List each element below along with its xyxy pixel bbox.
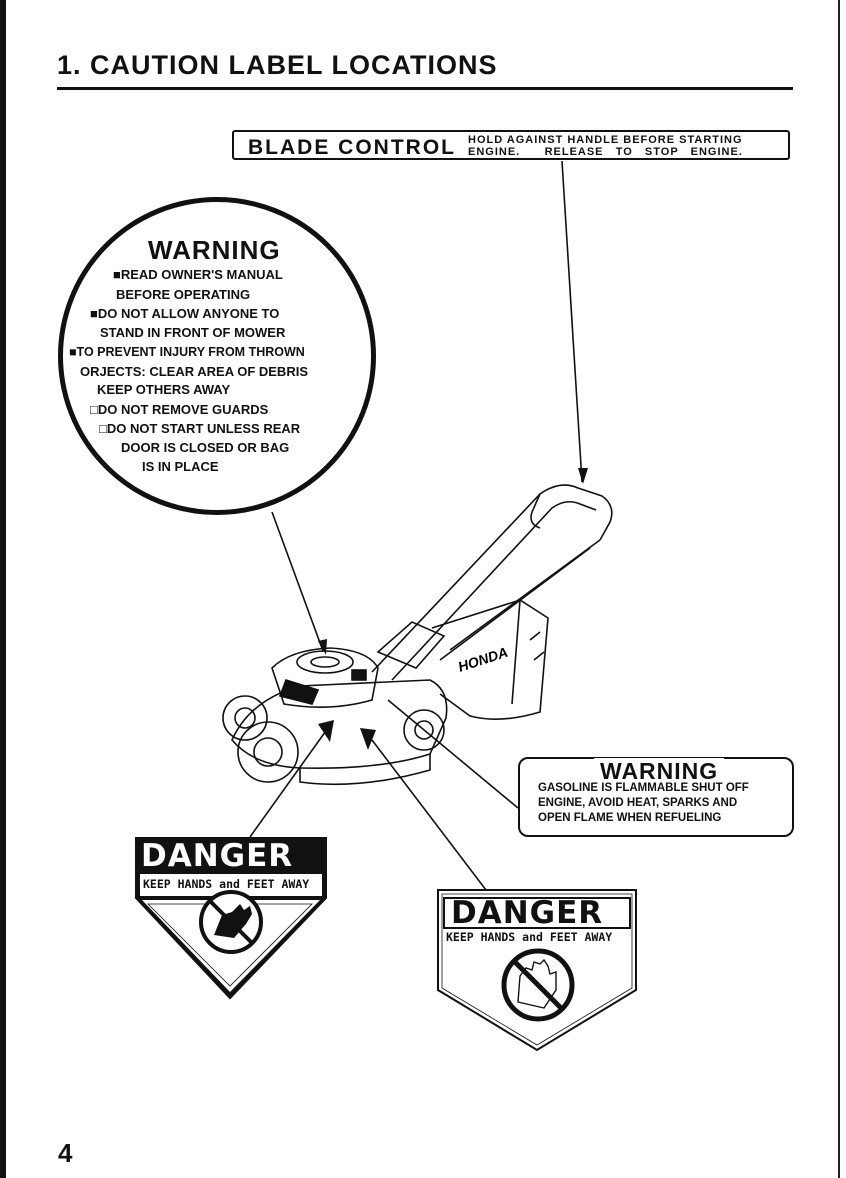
warning-circle-line: ■DO NOT ALLOW ANYONE TO [90, 306, 280, 321]
warning-circle-line: □DO NOT REMOVE GUARDS [90, 402, 269, 417]
arrow-head [578, 468, 588, 484]
rear-wheel [403, 709, 445, 751]
warning-circle-line: IS IN PLACE [142, 459, 219, 474]
warning-circle-line: □DO NOT START UNLESS REAR [99, 421, 301, 436]
warning-circle-line: ORJECTS: CLEAR AREA OF DEBRIS [80, 364, 308, 379]
leader-line-warning-box [387, 699, 519, 809]
leader-line-danger-left [249, 727, 329, 838]
danger-title-left: DANGER [141, 838, 294, 874]
grass-bag [431, 599, 549, 720]
blade-control-heading: BLADE CONTROL [248, 136, 456, 159]
danger-subtitle-right: KEEP HANDS and FEET AWAY [446, 930, 613, 944]
danger-title-right: DANGER [451, 895, 604, 931]
mower-handle [371, 484, 613, 673]
danger-label-right [437, 889, 637, 1052]
scan-edge-left [0, 0, 6, 1178]
rear-left-wheel [222, 695, 268, 741]
danger-subtitle-left: KEEP HANDS and FEET AWAY [143, 877, 310, 891]
blade-control-label: BLADE CONTROL HOLD AGAINST HANDLE BEFORE… [232, 130, 790, 160]
warning-circle-line: DOOR IS CLOSED OR BAG [121, 440, 290, 455]
warning-circle-line: ■TO PREVENT INJURY FROM THROWN [69, 345, 305, 359]
danger-label-left [135, 837, 327, 1000]
warning-fuel-line: ENGINE, AVOID HEAT, SPARKS AND [538, 797, 738, 809]
warning-fuel-title: WARNING [594, 758, 725, 785]
warning-circle-line: BEFORE OPERATING [116, 287, 251, 302]
handle-control-box [376, 621, 446, 669]
leader-line-warning [271, 511, 324, 652]
warning-circle-line: STAND IN FRONT OF MOWER [100, 325, 286, 340]
scan-edge-right [838, 0, 840, 1178]
front-wheel [237, 721, 299, 783]
warning-circle-label [58, 197, 376, 515]
mower-deck [231, 679, 448, 770]
mower-brand-text: HONDA [456, 644, 510, 675]
warning-circle-title: WARNING [148, 235, 281, 265]
blade-control-line-2: ENGINE. RELEASE TO STOP ENGINE. [468, 146, 743, 158]
warning-fuel-line: OPEN FLAME WHEN REFUELING [538, 812, 722, 824]
arrow-head [318, 639, 327, 655]
page-number: 4 [58, 1138, 73, 1168]
warning-circle-line: ■READ OWNER'S MANUAL [113, 267, 283, 282]
blade-control-line-1: HOLD AGAINST HANDLE BEFORE STARTING [468, 134, 743, 146]
mower-engine [271, 647, 379, 708]
warning-circle-line: KEEP OTHERS AWAY [97, 382, 231, 397]
leader-line-danger-right [371, 739, 487, 891]
warning-fuel-line: GASOLINE IS FLAMMABLE SHUT OFF [538, 782, 749, 794]
engine-recoil-cover [296, 650, 354, 674]
leader-line-blade-control [561, 160, 583, 483]
page-title: 1. CAUTION LABEL LOCATIONS [57, 50, 498, 80]
title-underline [57, 87, 793, 90]
